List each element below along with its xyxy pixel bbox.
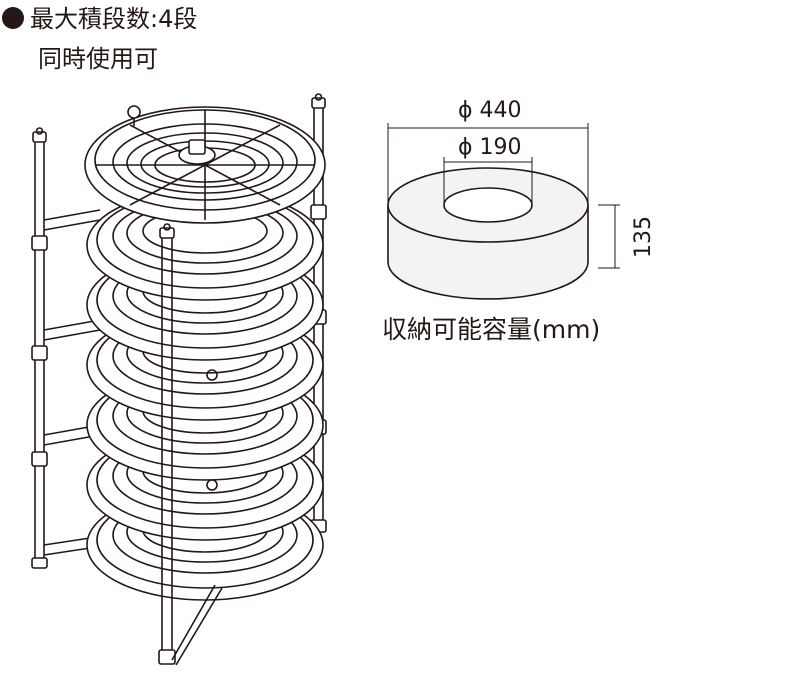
inner-diameter-label: ϕ 190 [458, 135, 522, 160]
top-lid [84, 105, 326, 224]
stacked-reels [84, 105, 326, 601]
height-label: 135 [631, 216, 656, 258]
bullet-icon [2, 7, 24, 29]
reel-rack-illustration [31, 93, 327, 666]
capacity-diagram [387, 123, 620, 300]
simultaneous-use-note: 同時使用可 [38, 45, 158, 73]
spec-line: 最大積段数:4段 [2, 4, 197, 34]
cylinder-hole [443, 187, 533, 223]
rack-front-post [158, 223, 223, 666]
max-stack-text: 最大積段数:4段 [30, 5, 198, 33]
outer-diameter-label: ϕ 440 [458, 98, 522, 123]
capacity-caption: 収納可能容量(mm) [382, 315, 601, 344]
